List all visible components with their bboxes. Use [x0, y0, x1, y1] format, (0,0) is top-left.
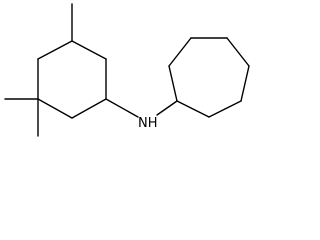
- bond: [226, 37, 250, 67]
- c-n-bond: [105, 98, 139, 118]
- bond: [176, 100, 210, 118]
- bond: [37, 40, 73, 60]
- methyl-groups: [4, 3, 73, 137]
- bond: [71, 98, 107, 119]
- chemical-structure: NH: [4, 3, 250, 137]
- bond: [168, 37, 192, 67]
- cycloheptane-ring: [168, 37, 250, 118]
- bond: [37, 98, 73, 119]
- cyclohexane-ring: [37, 40, 107, 119]
- bond: [71, 40, 107, 60]
- n-c-bond: [156, 100, 178, 116]
- nitrogen-label: NH: [138, 116, 158, 131]
- amine-linkage: NH: [105, 98, 178, 131]
- bond: [208, 100, 242, 118]
- bond: [168, 65, 178, 102]
- bond: [240, 65, 250, 102]
